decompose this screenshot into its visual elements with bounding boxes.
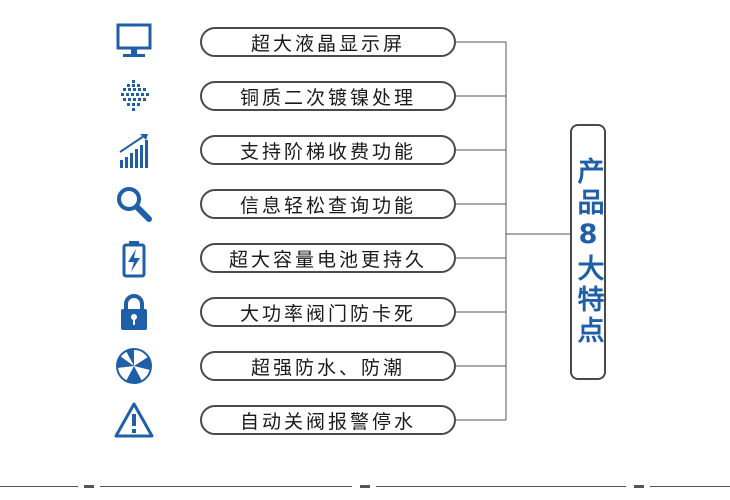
feature-label-4: 信息轻松查询功能 (200, 189, 456, 219)
feature-label-6: 大功率阀门防卡死 (200, 297, 456, 327)
warning-icon (112, 400, 156, 440)
feature-label-5: 超大容量电池更持久 (200, 243, 456, 273)
feature-label-2: 铜质二次镀镍处理 (200, 81, 456, 111)
footer-divider (0, 486, 78, 487)
magnifier-icon (112, 184, 156, 224)
padlock-icon (112, 292, 156, 332)
summary-tag: 产品8大特点 (570, 124, 606, 380)
footer-marker (84, 485, 94, 488)
signal-bars-icon (112, 130, 156, 170)
copper-disc-icon (112, 76, 156, 116)
footer-marker (634, 485, 644, 488)
feature-label-8: 自动关阀报警停水 (200, 405, 456, 435)
feature-label-1: 超大液晶显示屏 (200, 27, 456, 57)
feature-label-3: 支持阶梯收费功能 (200, 135, 456, 165)
umbrella-icon (112, 346, 156, 386)
footer-divider (100, 486, 352, 487)
footer-marker (360, 485, 370, 488)
battery-icon (112, 238, 156, 278)
footer-divider (376, 486, 626, 487)
monitor-icon (112, 22, 156, 62)
footer-divider (650, 486, 730, 487)
feature-label-7: 超强防水、防潮 (200, 351, 456, 381)
summary-label: 产品8大特点 (572, 157, 604, 347)
